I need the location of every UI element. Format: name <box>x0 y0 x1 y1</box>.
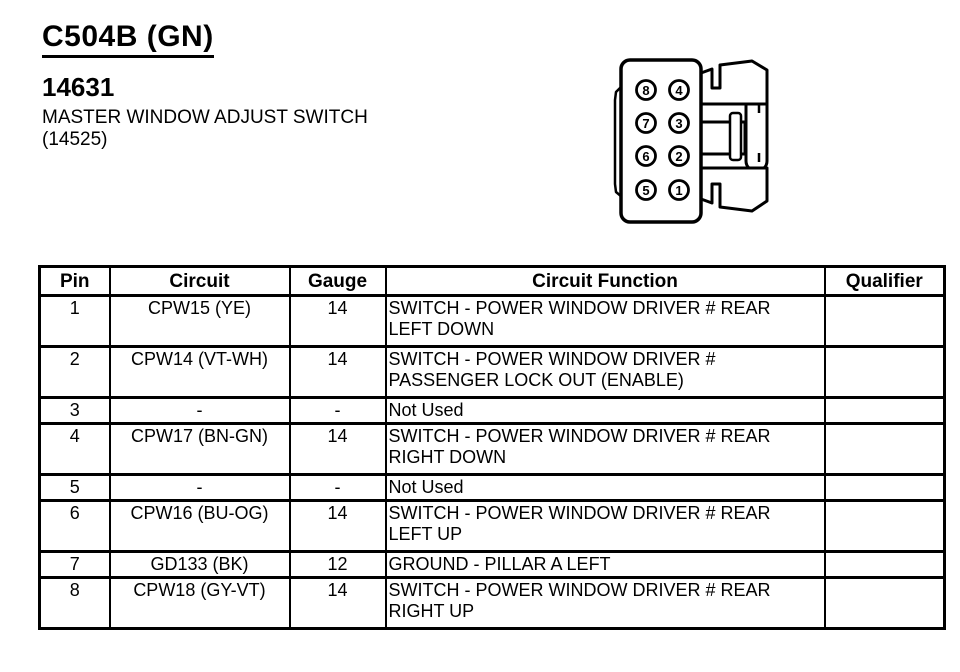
function-line: PASSENGER LOCK OUT (ENABLE) <box>388 370 684 390</box>
gauge-cell: 14 <box>288 294 387 348</box>
connector-diagram: 8 4 7 3 6 2 5 1 <box>613 58 769 224</box>
svg-text:4: 4 <box>675 83 683 98</box>
function-cell: SWITCH - POWER WINDOW DRIVER # REAR RIGH… <box>384 422 826 476</box>
table-row: 6 CPW16 (BU-OG) 14 SWITCH - POWER WINDOW… <box>38 499 946 553</box>
gauge-cell: 14 <box>288 576 387 630</box>
gauge-cell: - <box>288 396 387 425</box>
pin-cell: 7 <box>38 550 111 579</box>
part-reference: (14525) <box>42 129 108 150</box>
header-circuit-function: Circuit Function <box>384 265 826 297</box>
connector-pin-1: 1 <box>668 179 690 201</box>
connector-pin-8: 8 <box>635 79 657 101</box>
function-line: SWITCH - POWER WINDOW DRIVER # <box>388 349 716 370</box>
function-cell: SWITCH - POWER WINDOW DRIVER # REAR LEFT… <box>384 499 826 553</box>
svg-text:7: 7 <box>642 116 649 131</box>
qualifier-cell <box>823 422 946 476</box>
qualifier-cell <box>823 345 946 399</box>
function-cell: SWITCH - POWER WINDOW DRIVER # PASSENGER… <box>384 345 826 399</box>
pin-cell: 3 <box>38 396 111 425</box>
qualifier-cell <box>823 396 946 425</box>
svg-text:6: 6 <box>642 149 649 164</box>
table-row: 5 - - Not Used <box>38 473 946 502</box>
svg-text:2: 2 <box>675 149 682 164</box>
circuit-cell: GD133 (BK) <box>108 550 291 579</box>
function-line: SWITCH - POWER WINDOW DRIVER # REAR <box>388 298 771 319</box>
function-line: RIGHT UP <box>388 601 475 621</box>
qualifier-cell <box>823 499 946 553</box>
gauge-cell: 14 <box>288 422 387 476</box>
connector-pins: 8 4 7 3 6 2 5 1 <box>635 79 690 201</box>
function-line: Not Used <box>388 400 464 421</box>
function-line: LEFT UP <box>388 524 463 544</box>
table-row: 1 CPW15 (YE) 14 SWITCH - POWER WINDOW DR… <box>38 294 946 348</box>
svg-text:1: 1 <box>675 183 682 198</box>
table-header-row: Pin Circuit Gauge Circuit Function Quali… <box>38 265 946 297</box>
table-row: 8 CPW18 (GY-VT) 14 SWITCH - POWER WINDOW… <box>38 576 946 630</box>
circuit-cell: CPW17 (BN-GN) <box>108 422 291 476</box>
pin-cell: 6 <box>38 499 111 553</box>
header-pin: Pin <box>38 265 111 297</box>
connector-title: C504B (GN) <box>42 20 214 58</box>
gauge-cell: 14 <box>288 345 387 399</box>
connector-pin-5: 5 <box>635 179 657 201</box>
function-line: GROUND - PILLAR A LEFT <box>388 554 611 575</box>
part-number: 14631 <box>42 72 115 102</box>
function-cell: Not Used <box>384 473 826 502</box>
connector-latch-bracket <box>744 93 769 173</box>
function-cell: GROUND - PILLAR A LEFT <box>384 550 826 579</box>
function-line: SWITCH - POWER WINDOW DRIVER # REAR <box>388 503 771 524</box>
svg-text:5: 5 <box>642 183 649 198</box>
function-line: RIGHT DOWN <box>388 447 507 467</box>
connector-pin-4: 4 <box>668 79 690 101</box>
table-row: 7 GD133 (BK) 12 GROUND - PILLAR A LEFT <box>38 550 946 579</box>
function-line: SWITCH - POWER WINDOW DRIVER # REAR <box>388 580 771 601</box>
gauge-cell: 14 <box>288 499 387 553</box>
pin-cell: 2 <box>38 345 111 399</box>
pin-cell: 1 <box>38 294 111 348</box>
gauge-cell: - <box>288 473 387 502</box>
qualifier-cell <box>823 550 946 579</box>
qualifier-cell <box>823 576 946 630</box>
connector-pin-3: 3 <box>668 112 690 134</box>
table-row: 2 CPW14 (VT-WH) 14 SWITCH - POWER WINDOW… <box>38 345 946 399</box>
function-cell: SWITCH - POWER WINDOW DRIVER # REAR LEFT… <box>384 294 826 348</box>
pin-cell: 8 <box>38 576 111 630</box>
circuit-cell: CPW14 (VT-WH) <box>108 345 291 399</box>
circuit-cell: CPW16 (BU-OG) <box>108 499 291 553</box>
table-row: 4 CPW17 (BN-GN) 14 SWITCH - POWER WINDOW… <box>38 422 946 476</box>
pin-cell: 5 <box>38 473 111 502</box>
function-line: SWITCH - POWER WINDOW DRIVER # REAR <box>388 426 771 447</box>
connector-latch-bar <box>728 111 743 162</box>
circuit-cell: CPW15 (YE) <box>108 294 291 348</box>
part-name: MASTER WINDOW ADJUST SWITCH <box>42 107 368 128</box>
gauge-cell: 12 <box>288 550 387 579</box>
connector-pin-2: 2 <box>668 145 690 167</box>
svg-text:8: 8 <box>642 83 649 98</box>
connector-top-arm <box>699 59 769 106</box>
connector-pin-6: 6 <box>635 145 657 167</box>
pin-cell: 4 <box>38 422 111 476</box>
header-qualifier: Qualifier <box>823 265 946 297</box>
qualifier-cell <box>823 473 946 502</box>
pinout-table: Pin Circuit Gauge Circuit Function Quali… <box>38 265 946 630</box>
header-circuit: Circuit <box>108 265 291 297</box>
function-line: Not Used <box>388 477 464 498</box>
table-row: 3 - - Not Used <box>38 396 946 425</box>
connector-body <box>619 58 703 224</box>
function-cell: SWITCH - POWER WINDOW DRIVER # REAR RIGH… <box>384 576 826 630</box>
circuit-cell: - <box>108 473 291 502</box>
circuit-cell: CPW18 (GY-VT) <box>108 576 291 630</box>
svg-text:3: 3 <box>675 116 682 131</box>
connector-pin-7: 7 <box>635 112 657 134</box>
function-line: LEFT DOWN <box>388 319 495 339</box>
circuit-cell: - <box>108 396 291 425</box>
qualifier-cell <box>823 294 946 348</box>
connector-bottom-arm <box>699 166 769 213</box>
function-cell: Not Used <box>384 396 826 425</box>
header-gauge: Gauge <box>288 265 387 297</box>
